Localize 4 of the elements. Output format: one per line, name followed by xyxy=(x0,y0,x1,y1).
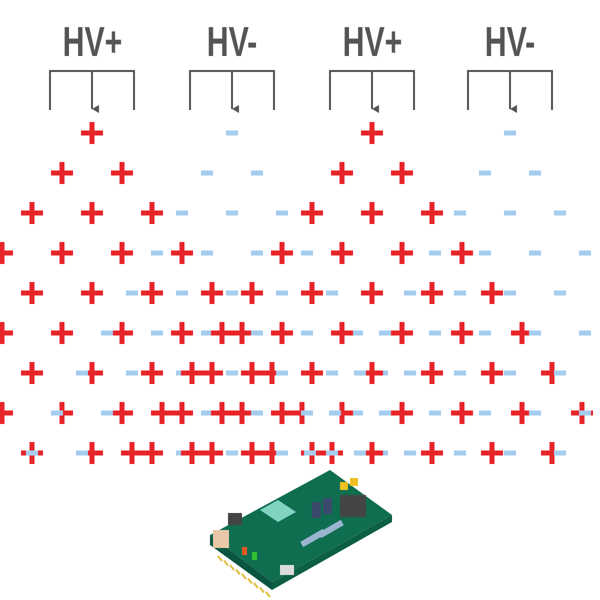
electrode-label: HV- xyxy=(484,18,536,66)
electrode-label: HV- xyxy=(206,18,258,66)
electrode-label: HV+ xyxy=(62,18,122,66)
electrode-label: HV+ xyxy=(342,18,402,66)
